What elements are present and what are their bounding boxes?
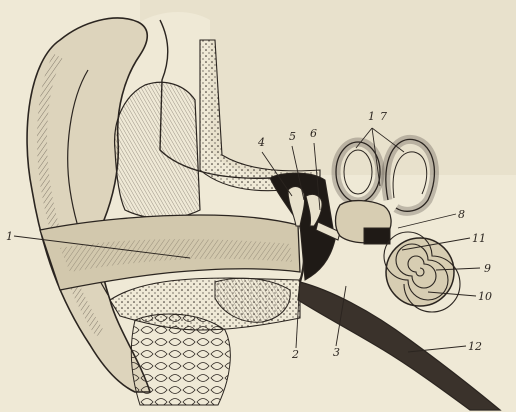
label-7: 7 bbox=[380, 110, 387, 123]
label-12: 12 bbox=[468, 340, 482, 353]
label-9: 9 bbox=[484, 262, 491, 275]
mastoid-bone bbox=[115, 82, 200, 218]
label-2: 2 bbox=[291, 348, 299, 361]
label-8: 8 bbox=[458, 208, 465, 221]
label-10: 10 bbox=[478, 290, 492, 303]
label-1-top: 1 bbox=[368, 110, 375, 123]
label-5: 5 bbox=[289, 130, 296, 143]
label-6: 6 bbox=[310, 127, 317, 140]
label-11: 11 bbox=[472, 232, 486, 245]
parotid-tissue bbox=[131, 314, 230, 405]
label-3: 3 bbox=[333, 346, 340, 359]
oval-window bbox=[364, 228, 390, 244]
label-4: 4 bbox=[257, 136, 265, 149]
label-1-left: 1 bbox=[6, 230, 13, 243]
